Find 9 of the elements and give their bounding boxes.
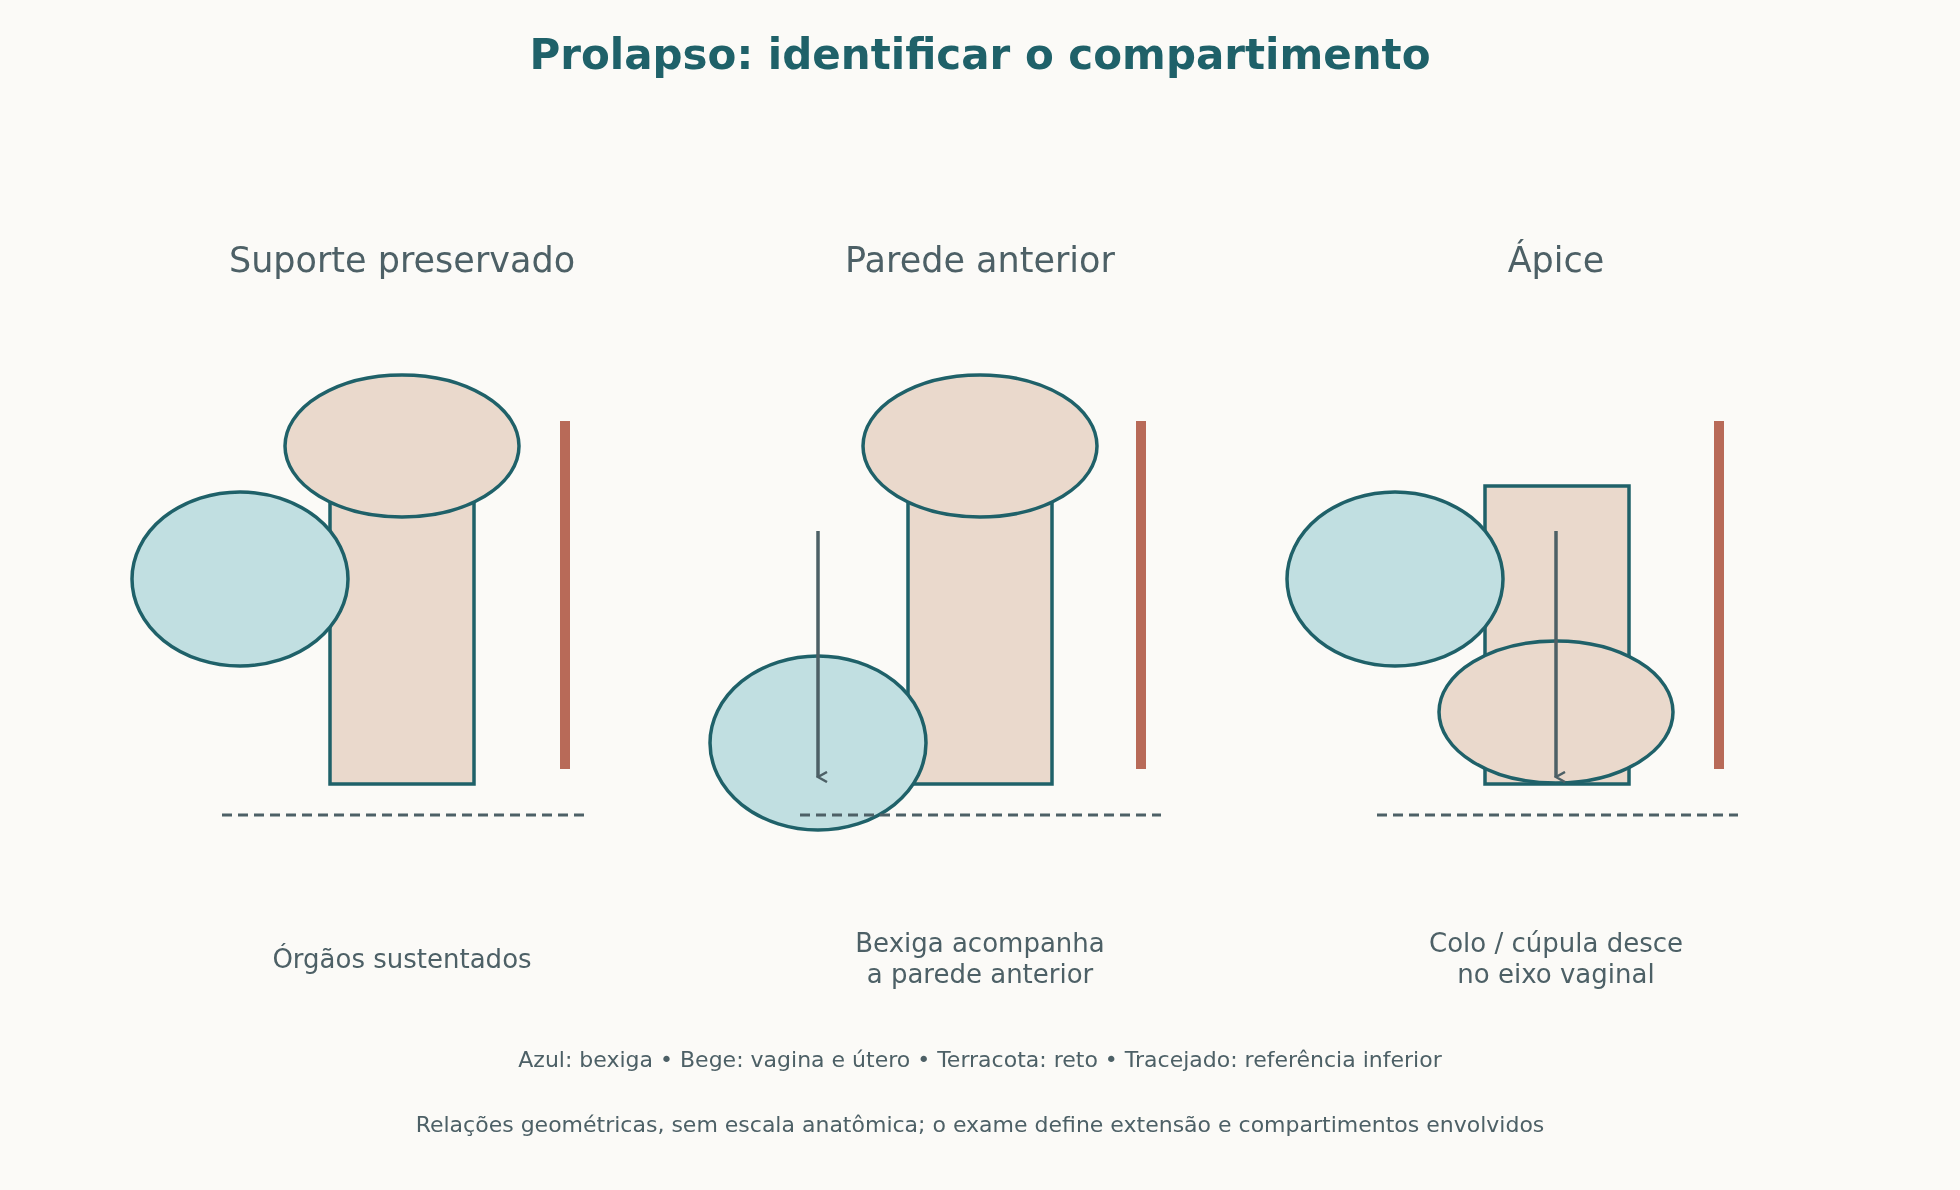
footnote: Relações geométricas, sem escala anatômica; o exame define extensão e compartimentos envolvidos: [415, 1112, 1545, 1137]
panel-heading: Suporte preservado: [228, 240, 576, 280]
panel-caption: Órgãos sustentados: [271, 943, 533, 975]
panel-caption: Bexiga acompanha a parede anterior: [854, 928, 1106, 990]
title: Prolapso: identificar o compartimento: [529, 30, 1431, 79]
panel-caption: Colo / cúpula desce no eixo vaginal: [1428, 928, 1684, 990]
panel-heading: Parede anterior: [845, 240, 1115, 280]
panel-heading: Ápice: [1507, 240, 1605, 280]
legend-text: Azul: bexiga • Bege: vagina e útero • Terracota: reto • Tracejado: referência inferior: [518, 1047, 1442, 1072]
